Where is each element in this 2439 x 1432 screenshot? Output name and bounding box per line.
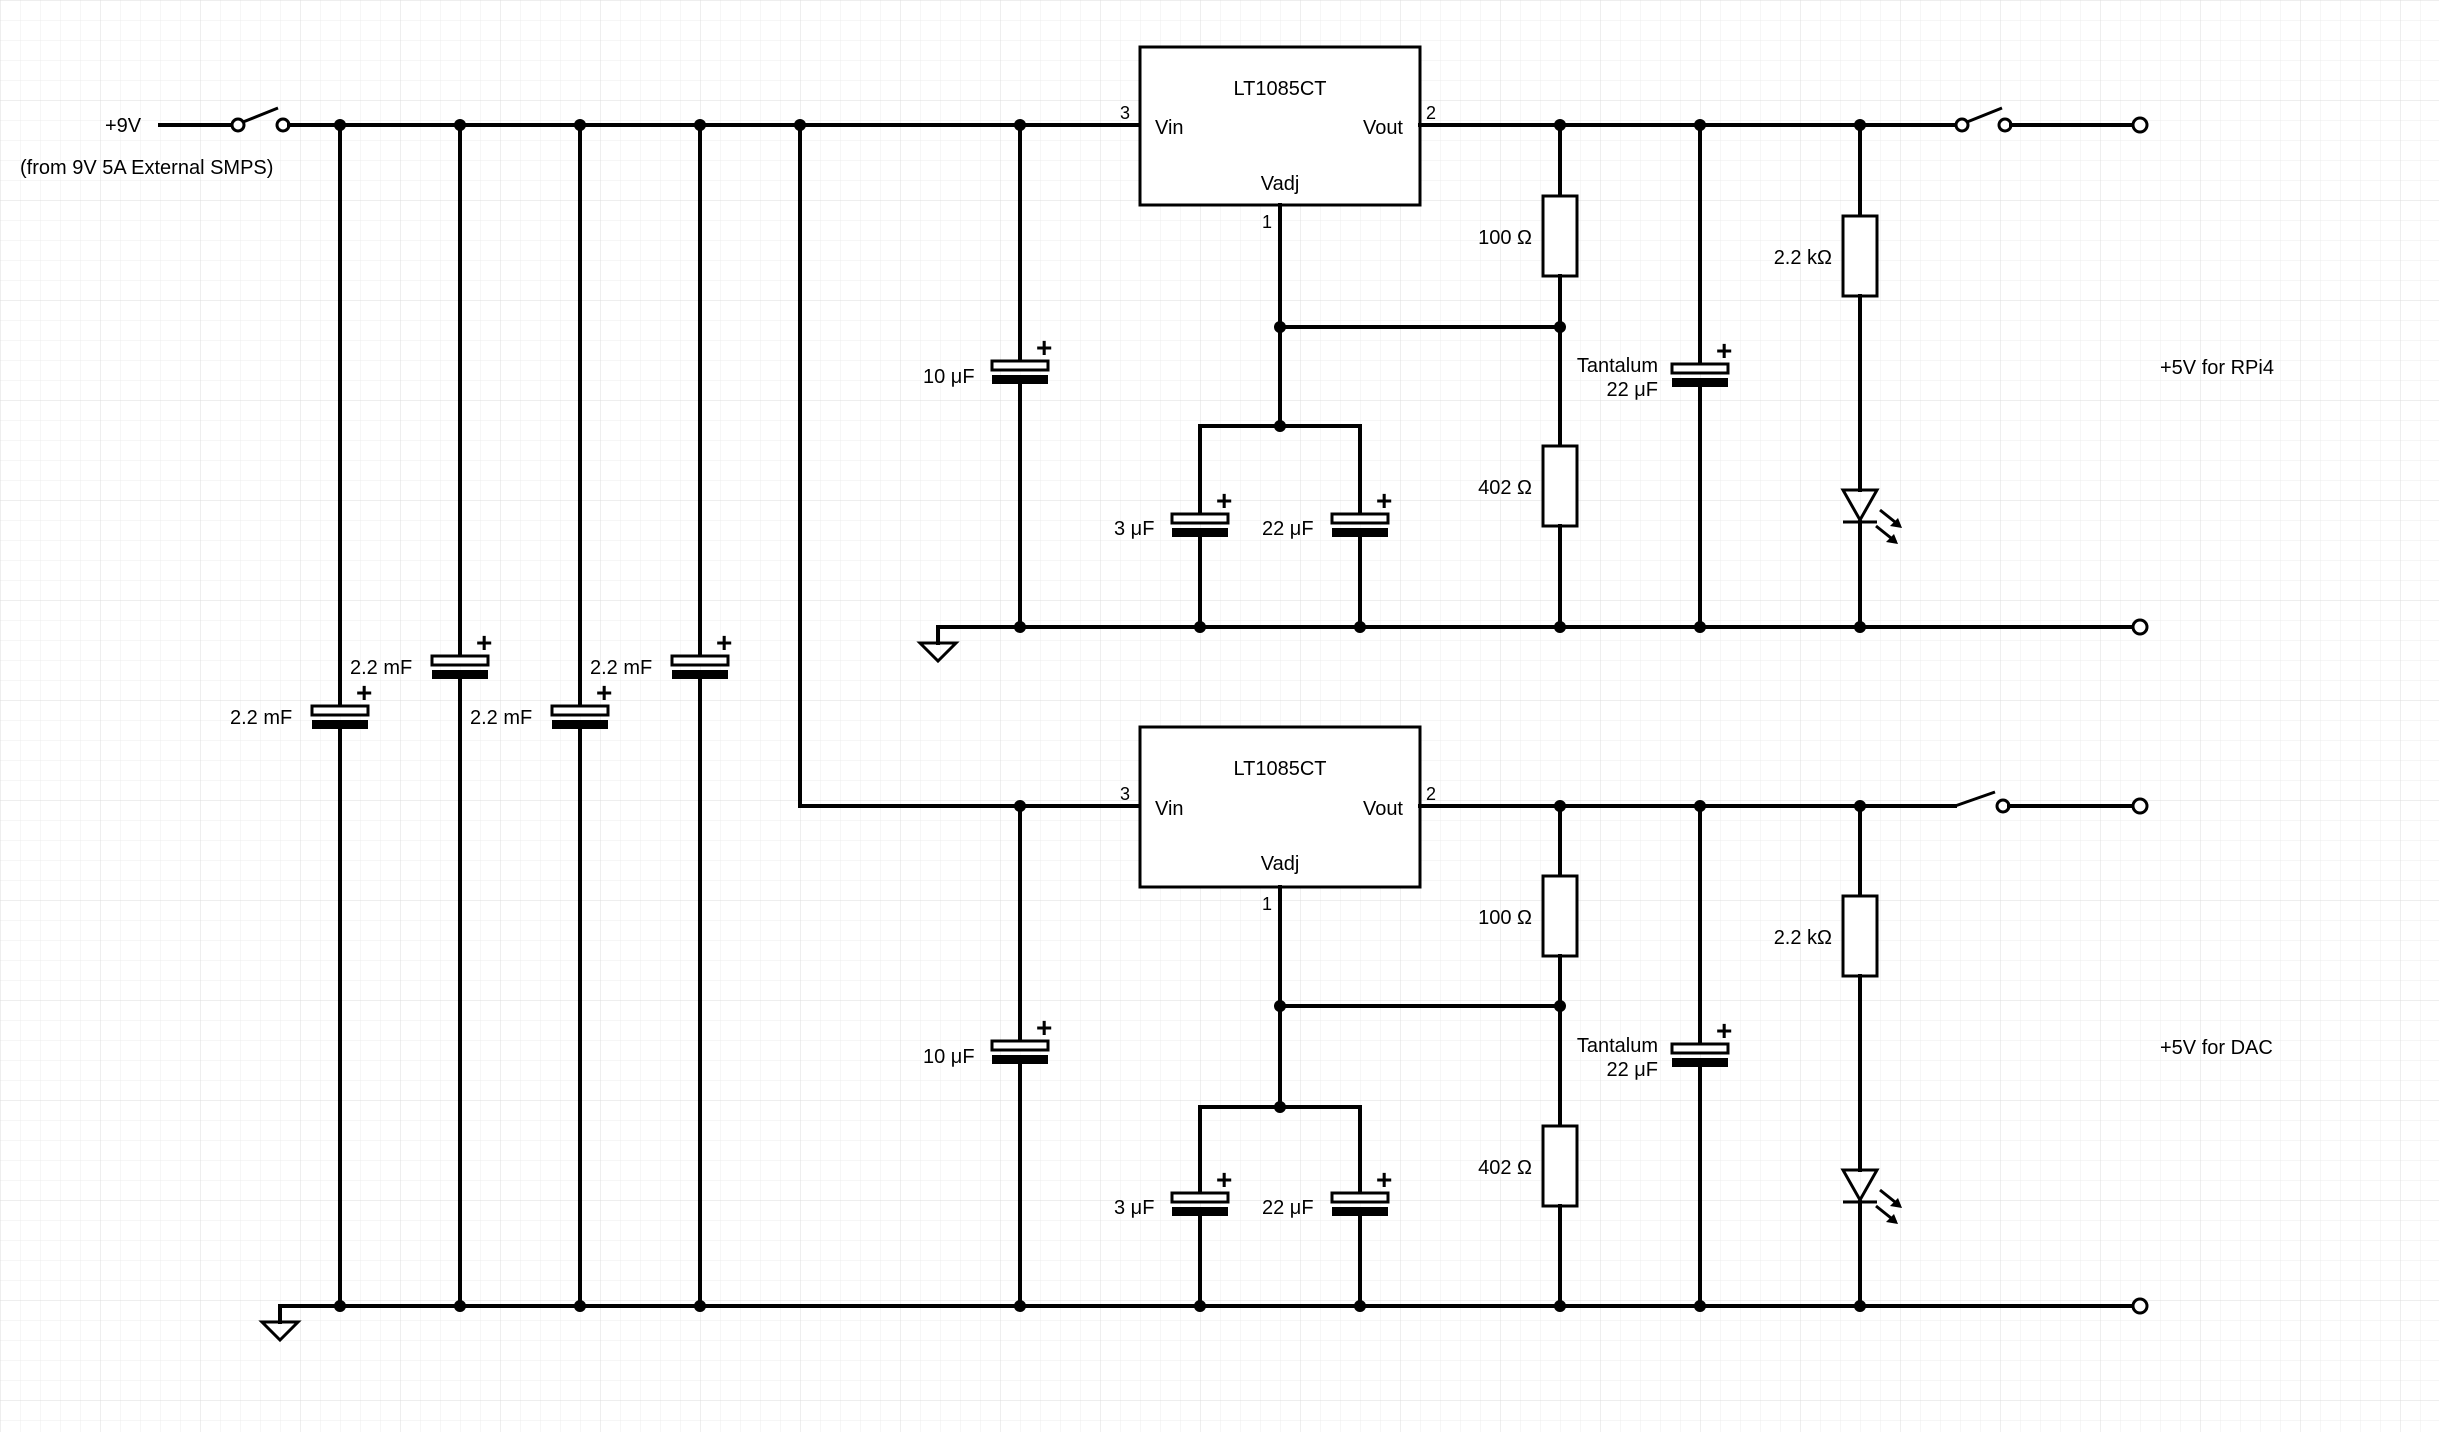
led-1-icon [1840, 488, 1902, 544]
svg-text:+: + [1716, 335, 1732, 366]
ldo-1-vout-label: Vout [1363, 117, 1403, 139]
svg-text:+: + [1216, 1164, 1232, 1195]
bulk-cap-4-label: 2.2 mF [590, 657, 652, 679]
ldo-2-r-top-label: 100 Ω [1478, 907, 1532, 929]
bulk-cap-2-label: 2.2 mF [350, 657, 412, 679]
ldo-2-pin3: 3 [1120, 784, 1130, 804]
output-2-ground-terminal-icon[interactable] [2131, 1297, 2149, 1315]
ldo-1-cin-label: 10 μF [923, 366, 975, 388]
output-1-ground-terminal-icon[interactable] [2131, 618, 2149, 636]
ldo-2-cout-label-1: Tantalum [1577, 1035, 1658, 1057]
bulk-capacitor-4: + 2.2 mF [590, 123, 732, 1308]
ldo-1-vadj-label: Vadj [1261, 173, 1300, 195]
bulk-cap-3-label: 2.2 mF [470, 707, 532, 729]
bulk-capacitor-1: + 2.2 mF [230, 123, 372, 1308]
output-1-label: +5V for RPi4 [2160, 357, 2274, 379]
svg-text:+: + [476, 627, 492, 658]
ldo-1-pin1: 1 [1262, 212, 1272, 232]
input-section: +9V (from 9V 5A External SMPS) [20, 106, 1142, 179]
ground-icon [258, 1304, 302, 1343]
svg-text:+: + [1036, 1012, 1052, 1043]
bulk-capacitor-3: + 2.2 mF [470, 123, 612, 1308]
svg-text:+: + [356, 677, 372, 708]
output-1-positive-terminal-icon[interactable] [2131, 116, 2149, 134]
svg-text:+: + [1376, 1164, 1392, 1195]
bulk-cap-1-label: 2.2 mF [230, 707, 292, 729]
svg-text:+: + [1716, 1015, 1732, 1046]
regulator-stage-dac: LT1085CT Vin Vout Vadj 3 2 1 + 10 μF [923, 725, 2273, 1315]
input-source-note: (from 9V 5A External SMPS) [20, 157, 273, 179]
ground-icon-1 [916, 625, 960, 664]
svg-text:+: + [1216, 485, 1232, 516]
ldo-1-part-label: LT1085CT [1233, 78, 1326, 100]
ldo-1-cadj-a-label: 3 μF [1114, 518, 1154, 540]
ldo-2-part-label: LT1085CT [1233, 758, 1326, 780]
ldo-2-cadj-b-label: 22 μF [1262, 1197, 1314, 1219]
ldo-1-r-led-label: 2.2 kΩ [1774, 247, 1832, 269]
ldo-2-cout-label-2: 22 μF [1606, 1059, 1658, 1081]
output-1-switch-icon[interactable] [1954, 106, 2013, 133]
ldo-1-pin3: 3 [1120, 103, 1130, 123]
ldo-1-r-bottom-label: 402 Ω [1478, 477, 1532, 499]
svg-text:+: + [596, 677, 612, 708]
ldo-1-cadj-b-label: 22 μF [1262, 518, 1314, 540]
ldo-2-pin1: 1 [1262, 894, 1272, 914]
output-2-positive-terminal-icon[interactable] [2131, 797, 2149, 815]
ldo-1-cout-label-2: 22 μF [1606, 379, 1658, 401]
ldo-1-pin2: 2 [1426, 103, 1436, 123]
ldo-2-r-bottom-label: 402 Ω [1478, 1157, 1532, 1179]
svg-text:+: + [1376, 485, 1392, 516]
ldo-2-r-led-label: 2.2 kΩ [1774, 927, 1832, 949]
ldo-2-cin-label: 10 μF [923, 1046, 975, 1068]
svg-text:+: + [1036, 332, 1052, 363]
ldo-regulator-2 [1138, 725, 1422, 889]
ldo-2-vout-label: Vout [1363, 798, 1403, 820]
bulk-capacitor-2: + 2.2 mF [350, 123, 492, 1308]
regulator-stage-rpi4: LT1085CT Vin Vout Vadj 3 2 1 + 10 μF [916, 45, 2274, 664]
ldo-regulator-1 [1138, 45, 1422, 207]
svg-text:+: + [716, 627, 732, 658]
ldo-2-vin-label: Vin [1155, 798, 1184, 820]
ldo-2-pin2: 2 [1426, 784, 1436, 804]
ldo-1-vin-label: Vin [1155, 117, 1184, 139]
output-2-switch-icon[interactable] [1954, 790, 2011, 814]
ldo-1-r-top-label: 100 Ω [1478, 227, 1532, 249]
output-2-label: +5V for DAC [2160, 1037, 2273, 1059]
ldo-2-vadj-label: Vadj [1261, 853, 1300, 875]
ldo-1-cout-label-1: Tantalum [1577, 355, 1658, 377]
input-voltage-label: +9V [105, 115, 142, 137]
ldo-2-cadj-a-label: 3 μF [1114, 1197, 1154, 1219]
